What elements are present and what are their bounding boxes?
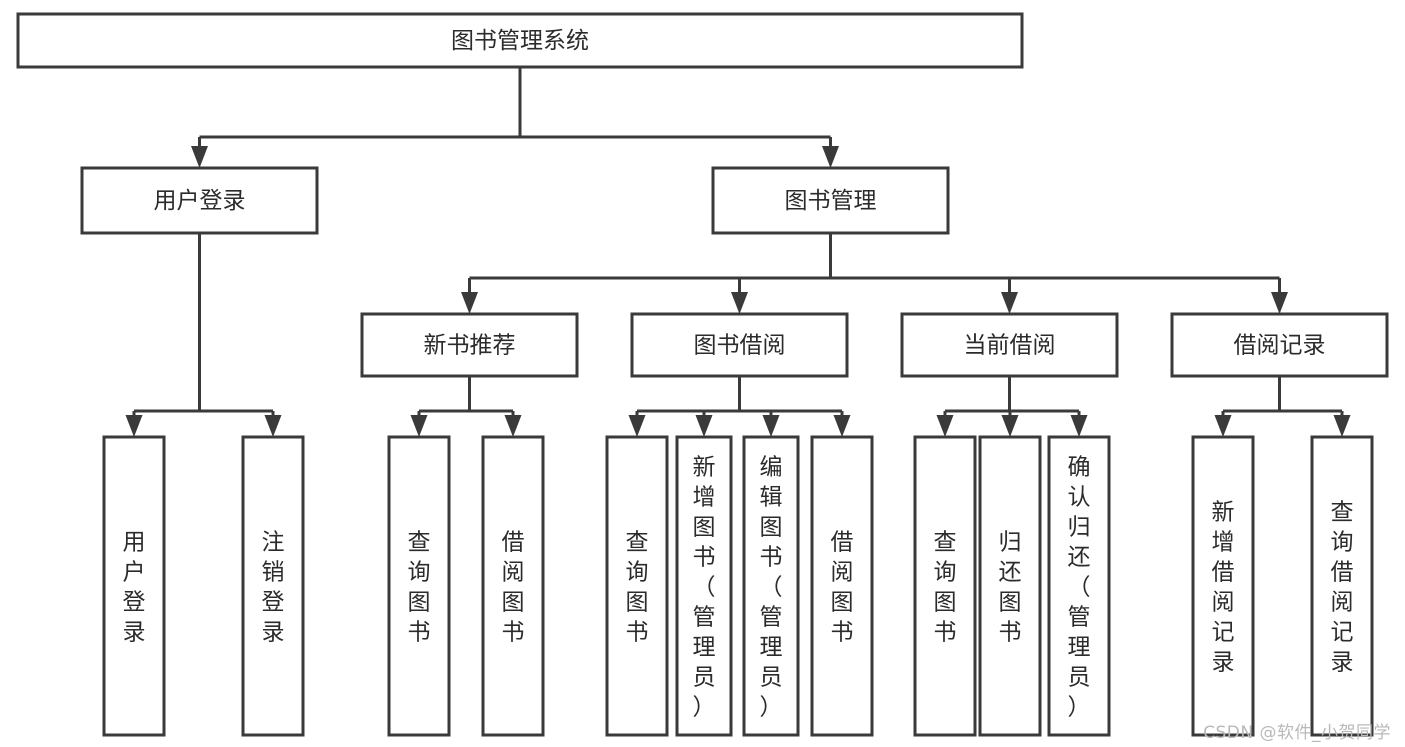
arrow-head-icon [833, 415, 851, 437]
node-box [80, 166, 319, 235]
node-leaf_8[interactable]: 查询图书 [913, 435, 977, 737]
node-label: 新增图书（管理员） [693, 454, 716, 720]
node-label: 编辑图书（管理员） [760, 454, 783, 720]
arrow-head-icon [1214, 415, 1232, 437]
arrow-head-icon [1333, 415, 1351, 437]
node-box [387, 435, 451, 737]
node-box [102, 435, 166, 737]
arrow-head-icon [936, 415, 954, 437]
arrow-head-icon [1271, 292, 1288, 314]
node-box [16, 12, 1024, 69]
node-leaf_7[interactable]: 借阅图书 [810, 435, 874, 737]
node-label: 查询借阅记录 [1331, 499, 1354, 675]
node-box [481, 435, 545, 737]
node-box [360, 312, 579, 378]
node-label: 图书借阅 [694, 333, 786, 359]
node-label: 新书推荐 [424, 333, 516, 359]
arrow-head-icon [461, 292, 478, 314]
arrow-head-icon [504, 415, 522, 437]
node-label: 注销登录 [262, 529, 285, 645]
arrow-head-icon [762, 415, 780, 437]
node-label: 归还图书 [999, 529, 1022, 645]
node-leaf_5[interactable]: 新增图书（管理员） [675, 435, 733, 737]
node-box [742, 435, 800, 737]
node-label: 查询图书 [408, 529, 431, 645]
node-box [978, 435, 1042, 737]
node-box [1310, 435, 1374, 737]
node-box [630, 312, 849, 378]
node-leaf_6[interactable]: 编辑图书（管理员） [742, 435, 800, 737]
node-label: 确认归还（管理员） [1068, 454, 1091, 720]
node-leaf_4[interactable]: 查询图书 [605, 435, 669, 737]
node-leaf_11[interactable]: 新增借阅记录 [1191, 435, 1255, 737]
connector-layer [125, 67, 1351, 437]
node-box [711, 166, 950, 235]
node-label: 图书管理系统 [451, 28, 589, 54]
arrow-head-icon [731, 292, 748, 314]
node-box [675, 435, 733, 737]
node-l3_2[interactable]: 当前借阅 [900, 312, 1119, 378]
node-leaf_12[interactable]: 查询借阅记录 [1310, 435, 1374, 737]
node-label: 用户登录 [123, 529, 146, 645]
arrow-head-icon [822, 146, 839, 168]
node-label: 新增借阅记录 [1212, 499, 1235, 675]
node-leaf_9[interactable]: 归还图书 [978, 435, 1042, 737]
node-box [605, 435, 669, 737]
arrow-head-icon [125, 415, 143, 437]
node-label: 借阅图书 [502, 529, 525, 645]
arrow-head-icon [1001, 292, 1018, 314]
arrow-head-icon [264, 415, 282, 437]
node-label: 查询图书 [934, 529, 957, 645]
node-root[interactable]: 图书管理系统 [16, 12, 1024, 69]
node-l3_1[interactable]: 图书借阅 [630, 312, 849, 378]
node-layer: 图书管理系统用户登录图书管理新书推荐图书借阅当前借阅借阅记录用户登录注销登录查询… [16, 12, 1389, 737]
node-box [810, 435, 874, 737]
node-l2_0[interactable]: 用户登录 [80, 166, 319, 235]
node-leaf_0[interactable]: 用户登录 [102, 435, 166, 737]
node-leaf_1[interactable]: 注销登录 [241, 435, 305, 737]
node-label: 图书管理 [785, 188, 877, 214]
node-label: 借阅图书 [831, 529, 854, 645]
node-l3_3[interactable]: 借阅记录 [1170, 312, 1389, 378]
node-label: 查询图书 [626, 529, 649, 645]
arrow-head-icon [191, 146, 208, 168]
arrow-head-icon [695, 415, 713, 437]
node-l3_0[interactable]: 新书推荐 [360, 312, 579, 378]
node-label: 当前借阅 [964, 333, 1056, 359]
node-box [1191, 435, 1255, 737]
arrow-head-icon [1070, 415, 1088, 437]
node-box [913, 435, 977, 737]
arrow-head-icon [410, 415, 428, 437]
arrow-head-icon [1001, 415, 1019, 437]
node-label: 用户登录 [154, 188, 246, 214]
node-leaf_10[interactable]: 确认归还（管理员） [1047, 435, 1111, 737]
node-box [1047, 435, 1111, 737]
node-box [1170, 312, 1389, 378]
node-leaf_3[interactable]: 借阅图书 [481, 435, 545, 737]
node-box [241, 435, 305, 737]
node-box [900, 312, 1119, 378]
node-l2_1[interactable]: 图书管理 [711, 166, 950, 235]
arrow-head-icon [628, 415, 646, 437]
node-label: 借阅记录 [1234, 333, 1326, 359]
node-leaf_2[interactable]: 查询图书 [387, 435, 451, 737]
